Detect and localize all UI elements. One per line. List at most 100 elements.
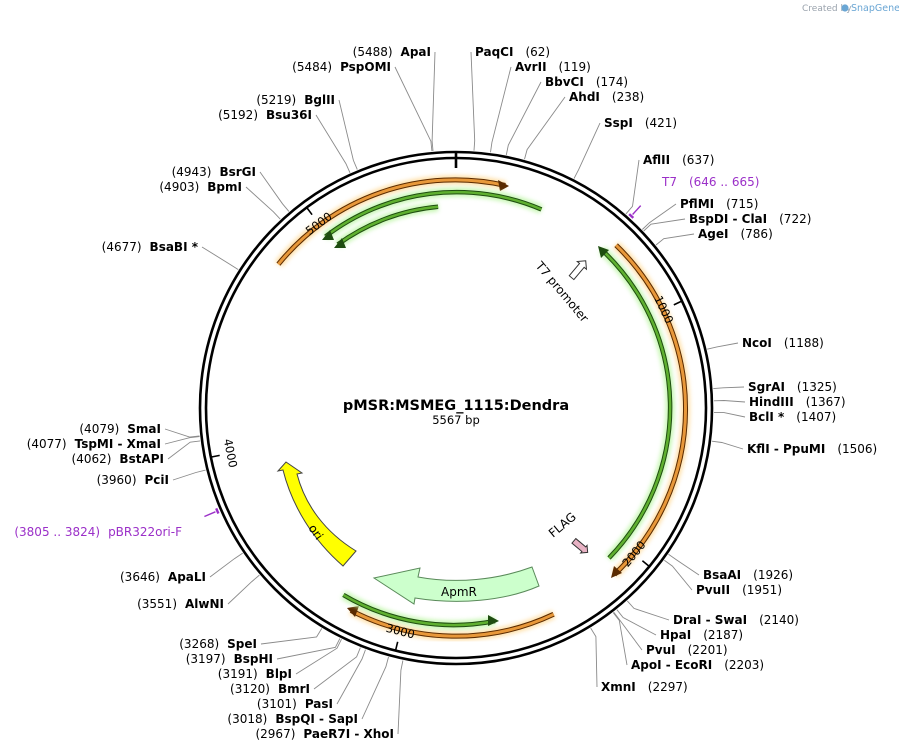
site-label-pspomi[interactable]: (5484)PspOMI: [292, 60, 391, 74]
cds-arc-bottom-fill: [342, 593, 496, 627]
site-enzyme: PvuI: [646, 643, 676, 657]
site-leader-agei: [655, 233, 695, 246]
orf-arc-bottom-fill: [350, 609, 555, 638]
site-position: (3268): [179, 637, 219, 651]
site-enzyme: SgrAI: [748, 380, 785, 394]
site-position: (421): [645, 116, 677, 130]
ori-feature: [276, 461, 357, 567]
site-label-pcii[interactable]: (3960)PciI: [97, 473, 169, 487]
site-label-bsu36i[interactable]: (5192) Bsu36I: [218, 108, 312, 122]
flag-arrow: [571, 537, 589, 554]
primer-range: (3805 .. 3824): [14, 525, 100, 539]
site-leader-sgrai: [713, 386, 745, 390]
site-label-agei[interactable]: AgeI (786): [698, 227, 773, 241]
site-position: (5192): [218, 108, 258, 122]
site-layer: (5488)ApaI(5484)PspOMI (5219) BglII (5192) B…: [27, 45, 878, 741]
site-label-blpi[interactable]: (3191)BlpI: [218, 667, 292, 681]
site-label-bsrgi[interactable]: (4943)BsrGI: [172, 165, 256, 179]
site-label-bstapi[interactable]: (4062)BstAPI: [72, 452, 164, 466]
site-label-apoi[interactable]: ApoI - EcoRI(2203): [631, 658, 764, 672]
site-enzyme: BspHI: [234, 652, 273, 666]
site-position: (2201): [688, 643, 728, 657]
site-label-avrii[interactable]: AvrII (119): [515, 60, 591, 74]
site-leader-bsphi: [276, 638, 341, 660]
site-label-pvui[interactable]: PvuI (2201): [646, 643, 728, 657]
site-position: (3120): [230, 682, 270, 696]
primer-layer: T7(646 .. 665) (3805 .. 3824)pBR322ori-F: [14, 175, 759, 539]
site-label-pvuii[interactable]: PvuII(1951): [696, 583, 782, 597]
site-enzyme: BglII: [304, 93, 335, 107]
site-label-tspmi[interactable]: (4077)TspMI - XmaI: [27, 437, 161, 451]
site-leader-smai: [164, 428, 200, 438]
plasmid-name: pMSR:MSMEG_1115:Dendra: [343, 398, 569, 414]
primer-label-t7[interactable]: T7(646 .. 665): [661, 175, 759, 189]
site-label-sspi[interactable]: SspI(421): [604, 116, 677, 130]
flag-label: FLAG: [546, 510, 579, 541]
site-enzyme: Bsu36I: [266, 108, 312, 122]
site-position: (62): [525, 45, 550, 59]
site-leader-pasi: [336, 649, 366, 705]
site-label-smai[interactable]: (4079)SmaI: [79, 422, 161, 436]
site-label-xmni[interactable]: XmnI(2297): [601, 680, 688, 694]
site-leader-pspomi: [394, 66, 433, 152]
site-enzyme: AvrII: [515, 60, 547, 74]
site-leader-pflmi: [641, 203, 677, 230]
site-label-drai[interactable]: DraI - SwaI(2140): [673, 613, 799, 627]
site-enzyme: BsaBI *: [150, 240, 199, 254]
site-label-bspqi[interactable]: (3018)BspQI - SapI: [227, 712, 358, 726]
site-position: (2967): [255, 727, 295, 741]
ruler-tick: [394, 641, 399, 651]
site-label-bspdi[interactable]: BspDI - ClaI(722): [689, 212, 811, 226]
plasmid-length: 5567 bp: [432, 413, 480, 427]
site-label-ahdi[interactable]: AhdI(238): [569, 90, 644, 104]
site-label-pasi[interactable]: (3101)PasI: [257, 697, 333, 711]
site-label-paer7i[interactable]: (2967)PaeR7I - XhoI: [255, 727, 394, 741]
site-leader-bspdi: [643, 218, 686, 232]
site-leader-avrii: [490, 66, 512, 153]
site-enzyme: AflII: [643, 153, 670, 167]
site-label-bglii[interactable]: (5219) BglII: [256, 93, 335, 107]
site-position: (637): [682, 153, 714, 167]
site-label-pflmi[interactable]: PflMI(715): [680, 197, 758, 211]
site-position: (2203): [724, 658, 764, 672]
site-label-aflii[interactable]: AflII (637): [643, 153, 714, 167]
site-leader-drai: [626, 600, 670, 621]
site-label-spei[interactable]: (3268) SpeI: [179, 637, 257, 651]
site-position: (5484): [292, 60, 332, 74]
site-label-bsabi[interactable]: (4677)BsaBI *: [102, 240, 199, 254]
site-position: (4903): [159, 180, 199, 194]
site-position: (119): [559, 60, 591, 74]
site-leader-aflii: [625, 159, 640, 215]
primer-leader-t7: [632, 205, 642, 215]
site-enzyme: BbvCI: [545, 75, 584, 89]
site-label-kfli[interactable]: KflI - PpuMI(1506): [747, 442, 877, 456]
site-position: (786): [740, 227, 772, 241]
site-leader-ahdi: [524, 96, 566, 160]
site-label-bcli[interactable]: BclI *(1407): [749, 410, 836, 424]
site-leader-pvuii: [664, 559, 693, 591]
site-position: (5219): [256, 93, 296, 107]
site-label-hindiii[interactable]: HindIII(1367): [749, 395, 846, 409]
site-label-alwni[interactable]: (3551)AlwNI: [137, 597, 224, 611]
site-label-sgrai[interactable]: SgrAI(1325): [748, 380, 837, 394]
orf-arc-top-fill: [277, 178, 506, 266]
credit-brand: SnapGene: [851, 3, 899, 14]
site-leader-bglii: [338, 99, 358, 170]
primer-label-pbr322ori-f[interactable]: (3805 .. 3824)pBR322ori-F: [14, 525, 182, 539]
site-label-bsaai[interactable]: BsaAI(1926): [703, 568, 793, 582]
site-leader-pcii: [172, 469, 206, 481]
site-label-hpai[interactable]: HpaI(2187): [660, 628, 743, 642]
site-enzyme: XmnI: [601, 680, 636, 694]
site-label-apali[interactable]: (3646)ApaLI: [120, 570, 206, 584]
site-label-apai[interactable]: (5488)ApaI: [353, 45, 431, 59]
site-label-paqci[interactable]: PaqCI(62): [475, 45, 550, 59]
site-label-bpmi[interactable]: (4903)BpmI: [159, 180, 242, 194]
site-enzyme: HindIII: [749, 395, 794, 409]
site-label-bmri[interactable]: (3120)BmrI: [230, 682, 310, 696]
site-enzyme: AgeI: [698, 227, 728, 241]
site-label-bbvci[interactable]: BbvCI(174): [545, 75, 628, 89]
site-label-ncoi[interactable]: NcoI(1188): [742, 336, 824, 350]
site-leader-alwni: [227, 574, 260, 605]
site-enzyme: SpeI: [227, 637, 257, 651]
site-label-bsphi[interactable]: (3197)BspHI: [186, 652, 273, 666]
